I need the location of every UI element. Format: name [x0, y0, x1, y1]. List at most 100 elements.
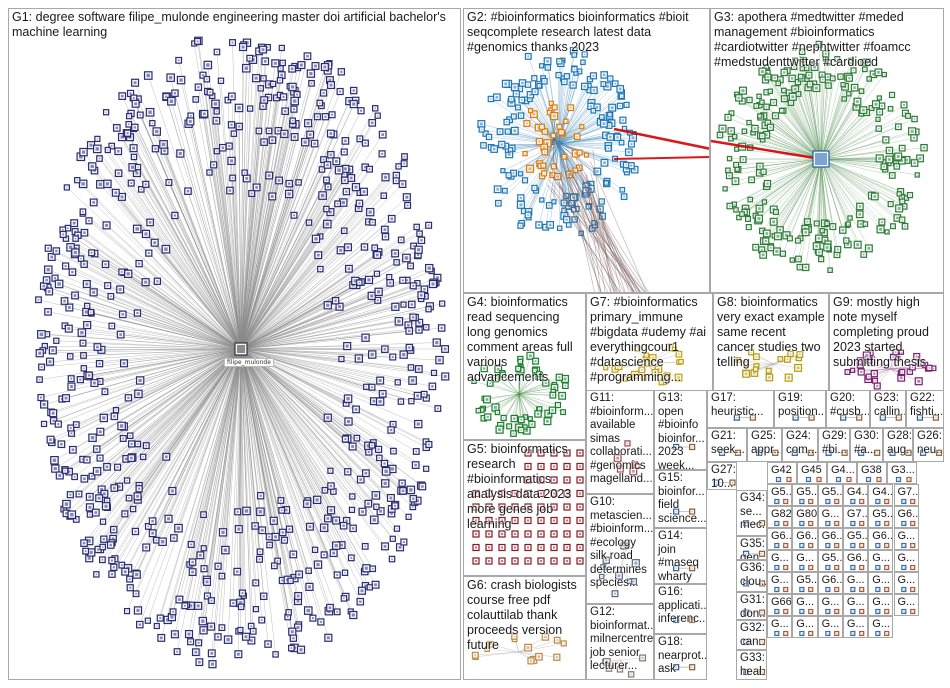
vertex-node[interactable]	[775, 544, 779, 548]
vertex-avatar	[339, 249, 342, 252]
vertex-node[interactable]	[800, 588, 804, 592]
vertex-node[interactable]	[800, 544, 804, 548]
vertex-node[interactable]	[775, 610, 779, 614]
vertex-avatar	[419, 233, 420, 234]
vertex-node[interactable]	[825, 544, 829, 548]
vertex-avatar	[120, 424, 123, 427]
vertex-avatar	[164, 247, 167, 250]
vertex-avatar	[70, 378, 72, 380]
vertex-node[interactable]	[775, 566, 779, 570]
vertex-node[interactable]	[876, 544, 880, 548]
group-panel-small: G3...	[887, 462, 917, 484]
vertex-avatar	[737, 149, 738, 150]
vertex-node[interactable]	[800, 632, 804, 636]
vertex-node[interactable]	[876, 588, 880, 592]
vertex-node[interactable]	[876, 632, 880, 636]
vertex-node[interactable]	[901, 522, 905, 526]
group-label-small: G7...	[898, 486, 915, 499]
vertex-node[interactable]	[901, 544, 905, 548]
vertex-avatar	[923, 147, 925, 149]
vertex-avatar	[170, 100, 173, 103]
vertex-node[interactable]	[775, 500, 779, 504]
vertex-avatar	[376, 273, 377, 274]
vertex-avatar	[53, 459, 56, 462]
vertex-node[interactable]	[901, 610, 905, 614]
vertex-avatar	[818, 251, 820, 253]
group-label-g32: G32: can...	[740, 622, 763, 649]
vertex-avatar	[141, 189, 142, 190]
vertex-node[interactable]	[851, 544, 855, 548]
vertex-node[interactable]	[851, 632, 855, 636]
vertex-node[interactable]	[800, 500, 804, 504]
vertex-avatar	[819, 480, 820, 481]
group-panel-g1: G1: degree software filipe_mulonde engin…	[8, 8, 461, 680]
vertex-node[interactable]	[901, 500, 905, 504]
vertex-avatar	[251, 193, 253, 195]
vertex-node[interactable]	[775, 632, 779, 636]
vertex-avatar	[844, 99, 845, 100]
vertex-node[interactable]	[851, 522, 855, 526]
vertex-node[interactable]	[825, 522, 829, 526]
vertex-node[interactable]	[800, 610, 804, 614]
vertex-avatar	[551, 103, 552, 104]
vertex-avatar	[45, 279, 47, 281]
vertex-node[interactable]	[901, 566, 905, 570]
vertex-avatar	[898, 126, 900, 128]
vertex-avatar	[415, 451, 417, 453]
vertex-avatar	[58, 474, 61, 477]
vertex-node[interactable]	[800, 566, 804, 570]
vertex-avatar	[519, 203, 522, 206]
vertex-avatar	[274, 565, 276, 567]
vertex-avatar	[874, 195, 877, 198]
vertex-avatar	[497, 412, 498, 413]
vertex-avatar	[60, 443, 63, 446]
vertex-avatar	[885, 139, 887, 141]
vertex-avatar	[220, 80, 221, 81]
group-panel-small: G42	[767, 462, 797, 484]
vertex-avatar	[106, 500, 107, 501]
vertex-avatar	[879, 480, 880, 481]
vertex-node[interactable]	[775, 588, 779, 592]
vertex-avatar	[129, 116, 130, 117]
vertex-node[interactable]	[901, 588, 905, 592]
vertex-node[interactable]	[775, 522, 779, 526]
group-label-g30: G30: #a...	[854, 430, 879, 457]
vertex-node[interactable]	[825, 632, 829, 636]
vertex-avatar	[413, 245, 415, 247]
vertex-avatar	[765, 240, 767, 242]
vertex-avatar	[336, 574, 338, 576]
vertex-node[interactable]	[825, 566, 829, 570]
group-label-g29: G29: #bi...	[822, 430, 846, 457]
vertex-node[interactable]	[800, 522, 804, 526]
vertex-avatar	[284, 110, 286, 112]
vertex-node[interactable]	[825, 610, 829, 614]
vertex-avatar	[837, 249, 839, 251]
vertex-avatar	[298, 182, 299, 183]
vertex-node[interactable]	[876, 500, 880, 504]
vertex-avatar	[853, 612, 854, 613]
vertex-avatar	[122, 438, 124, 440]
vertex-avatar	[861, 91, 862, 92]
vertex-avatar	[134, 81, 137, 84]
vertex-avatar	[304, 141, 307, 144]
vertex-avatar	[402, 353, 405, 356]
vertex-avatar	[797, 240, 798, 241]
vertex-avatar	[221, 627, 223, 629]
vertex-node[interactable]	[851, 566, 855, 570]
vertex-node[interactable]	[876, 610, 880, 614]
vertex-avatar	[418, 368, 421, 371]
vertex-avatar	[530, 419, 531, 420]
group-panel-small: G...	[792, 594, 817, 616]
vertex-node[interactable]	[851, 588, 855, 592]
vertex-node[interactable]	[851, 610, 855, 614]
vertex-node[interactable]	[876, 566, 880, 570]
vertex-node[interactable]	[825, 500, 829, 504]
vertex-avatar	[579, 152, 580, 153]
vertex-avatar	[767, 122, 768, 123]
vertex-node[interactable]	[851, 500, 855, 504]
vertex-node[interactable]	[876, 522, 880, 526]
vertex-avatar	[230, 124, 232, 126]
vertex-avatar	[297, 626, 300, 629]
vertex-avatar	[73, 222, 76, 225]
vertex-node[interactable]	[825, 588, 829, 592]
